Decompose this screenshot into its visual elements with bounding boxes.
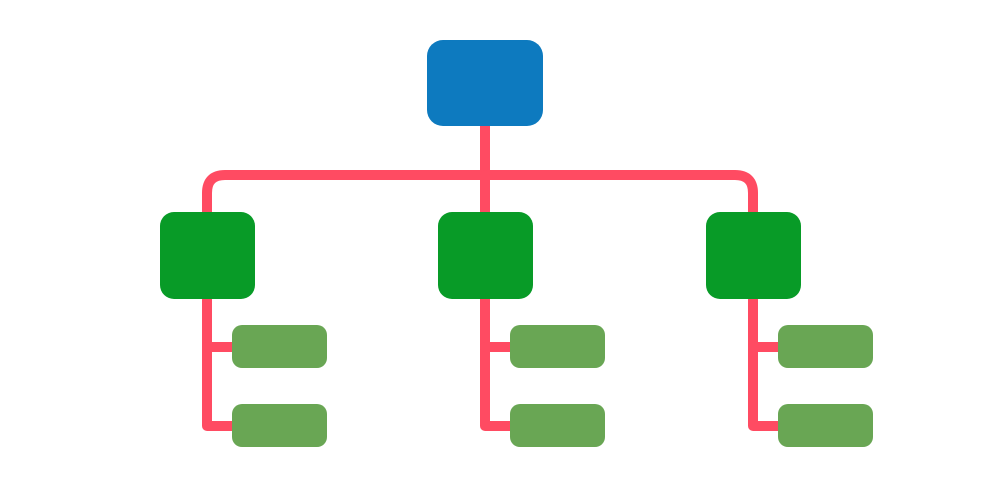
leaf-node-right-1 bbox=[778, 325, 873, 368]
root-node bbox=[427, 40, 543, 126]
left-branch-spine bbox=[202, 289, 241, 431]
connectors bbox=[202, 115, 787, 431]
middle-branch-spine bbox=[480, 289, 519, 431]
leaf-node-left-1 bbox=[232, 325, 327, 368]
branch-node-middle bbox=[438, 212, 533, 299]
branch-node-left bbox=[160, 212, 255, 299]
nodes bbox=[160, 40, 873, 447]
leaf-node-middle-1 bbox=[510, 325, 605, 368]
branch-node-right bbox=[706, 212, 801, 299]
leaf-node-middle-2 bbox=[510, 404, 605, 447]
leaf-node-right-2 bbox=[778, 404, 873, 447]
right-branch-spine bbox=[748, 289, 787, 431]
leaf-node-left-2 bbox=[232, 404, 327, 447]
